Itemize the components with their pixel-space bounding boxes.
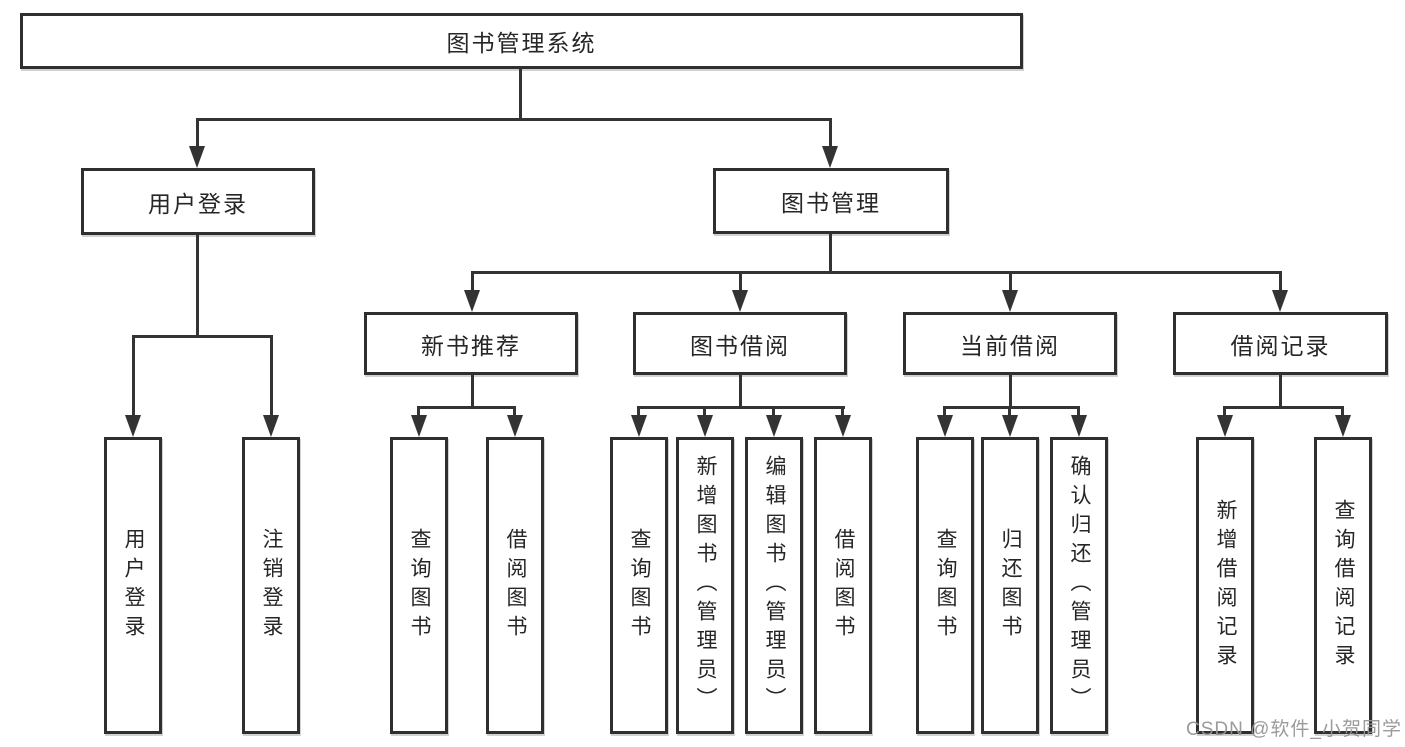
connector-to-leaf-user-login — [132, 335, 135, 417]
connector-book-borrow-hbar — [637, 406, 845, 409]
connector-leaf — [637, 406, 640, 418]
connector-to-current-borrow — [1009, 271, 1012, 292]
node-current-borrow: 当前借阅 — [903, 312, 1117, 375]
arrow-down-icon — [1272, 290, 1288, 312]
connector-leaf — [772, 406, 775, 418]
connector-to-leaf-logout — [270, 335, 273, 417]
arrow-down-icon — [1335, 415, 1351, 437]
node-book-borrow: 图书借阅 — [633, 312, 847, 375]
connector-leaf — [417, 406, 420, 418]
leaf-confirm-return-admin: 确认归还（管理员） — [1050, 437, 1108, 734]
arrow-down-icon — [1002, 290, 1018, 312]
connector-new-book-stem — [471, 374, 474, 408]
arrow-down-icon — [1071, 415, 1087, 437]
node-new-book-recommend: 新书推荐 — [364, 312, 578, 375]
arrow-down-icon — [507, 415, 523, 437]
arrow-down-icon — [631, 415, 647, 437]
connector-leaf — [841, 406, 844, 418]
connector-to-book-management — [829, 118, 832, 148]
connector-to-new-book — [471, 271, 474, 292]
connector-leaf — [513, 406, 516, 418]
csdn-watermark: CSDN @软件_小贺同学 — [1186, 719, 1402, 740]
connector-leaf — [703, 406, 706, 418]
arrow-down-icon — [1217, 415, 1233, 437]
leaf-user-login: 用户登录 — [104, 437, 162, 734]
node-user-login-branch: 用户登录 — [81, 168, 315, 235]
connector-to-borrow-records — [1279, 271, 1282, 292]
leaf-add-borrow-record: 新增借阅记录 — [1196, 437, 1254, 734]
node-borrow-records: 借阅记录 — [1173, 312, 1388, 375]
connector-book-mgmt-stem — [829, 234, 832, 274]
connector-leaf — [1008, 406, 1011, 418]
node-book-management-system: 图书管理系统 — [20, 13, 1023, 69]
connector-to-user-login — [196, 118, 199, 148]
connector-current-borrow-stem — [1009, 374, 1012, 408]
arrow-down-icon — [189, 146, 205, 168]
connector-root-stem — [519, 69, 522, 121]
leaf-search-borrow-record: 查询借阅记录 — [1314, 437, 1372, 734]
connector-leaf — [1341, 406, 1344, 418]
arrow-down-icon — [937, 415, 953, 437]
connector-leaf — [943, 406, 946, 418]
arrow-down-icon — [464, 290, 480, 312]
connector-leaf — [1223, 406, 1226, 418]
connector-book-borrow-stem — [739, 374, 742, 408]
arrow-down-icon — [835, 415, 851, 437]
arrow-down-icon — [822, 146, 838, 168]
connector-user-login-stem — [196, 235, 199, 338]
connector-to-book-borrow — [739, 271, 742, 292]
connector-borrow-records-stem — [1279, 374, 1282, 408]
leaf-search-book-borrow: 查询图书 — [610, 437, 668, 734]
leaf-add-book-admin: 新增图书（管理员） — [676, 437, 734, 734]
node-book-management-branch: 图书管理 — [713, 168, 949, 234]
arrow-down-icon — [125, 415, 141, 437]
connector-current-borrow-hbar — [943, 406, 1080, 409]
leaf-return-book: 归还图书 — [981, 437, 1039, 734]
arrow-down-icon — [766, 415, 782, 437]
leaf-borrow-book: 借阅图书 — [814, 437, 872, 734]
arrow-down-icon — [263, 415, 279, 437]
leaf-borrow-book-recommend: 借阅图书 — [486, 437, 544, 734]
leaf-edit-book-admin: 编辑图书（管理员） — [745, 437, 803, 734]
connector-new-book-hbar — [417, 406, 516, 409]
leaf-search-book-current: 查询图书 — [916, 437, 974, 734]
arrow-down-icon — [1002, 415, 1018, 437]
connector-borrow-records-hbar — [1223, 406, 1343, 409]
leaf-logout-login: 注销登录 — [242, 437, 300, 734]
leaf-search-book-recommend: 查询图书 — [390, 437, 448, 734]
connector-user-login-hbar — [132, 335, 273, 338]
connector-leaf — [1077, 406, 1080, 418]
connector-root-hbar — [196, 118, 832, 121]
arrow-down-icon — [411, 415, 427, 437]
connector-level3-hbar — [471, 271, 1281, 274]
arrow-down-icon — [697, 415, 713, 437]
arrow-down-icon — [732, 290, 748, 312]
